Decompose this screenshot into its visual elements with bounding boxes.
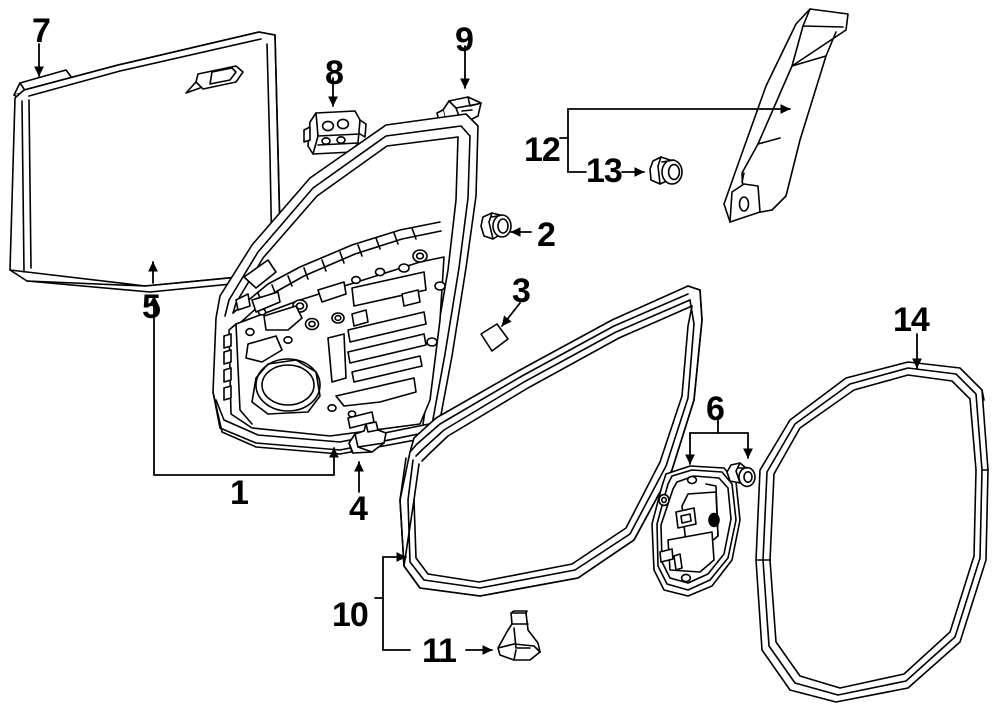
part-service-hole-cover-shape [651, 465, 741, 597]
callout-label-13[interactable]: 13 [586, 152, 623, 190]
callout-label-8[interactable]: 8 [325, 54, 344, 92]
part-upper-hinge-clip-shape [436, 96, 482, 125]
callout-label-9[interactable]: 9 [455, 21, 474, 59]
part-body-opening-weatherstrip-shape [755, 361, 989, 703]
part-door-stopper-bracket-shape [348, 421, 387, 454]
callout-label-6[interactable]: 6 [706, 390, 725, 428]
part-garnish-retainer-grommet-shape [649, 156, 683, 185]
part-center-pillar-garnish-shape [723, 8, 849, 223]
part-door-hinge-bracket-shape [303, 110, 367, 155]
callout-label-5[interactable]: 5 [142, 288, 161, 326]
callout-label-11[interactable]: 11 [422, 632, 457, 670]
callout-label-4[interactable]: 4 [349, 490, 368, 528]
part-outer-door-panel-skin-shape [9, 31, 284, 293]
part-weatherstrip-retainer-clip-shape [497, 610, 541, 661]
callout-label-14[interactable]: 14 [893, 301, 930, 339]
leader-3 [501, 302, 521, 327]
part-square-pad-clip-shape [480, 323, 509, 352]
callout-label-1[interactable]: 1 [230, 474, 249, 512]
callout-label-7[interactable]: 7 [32, 12, 51, 50]
leader-lines [34, 43, 922, 655]
part-door-shell-inner-frame-shape [212, 113, 479, 455]
callout-label-2[interactable]: 2 [537, 216, 556, 254]
part-grommet-plug-shape [480, 212, 512, 240]
part-door-weatherstrip-shape [399, 285, 703, 597]
part-cover-retainer-clip-shape [726, 462, 756, 488]
callout-label-12[interactable]: 12 [524, 131, 561, 169]
callout-label-3[interactable]: 3 [512, 272, 531, 310]
callout-label-10[interactable]: 10 [332, 596, 369, 634]
